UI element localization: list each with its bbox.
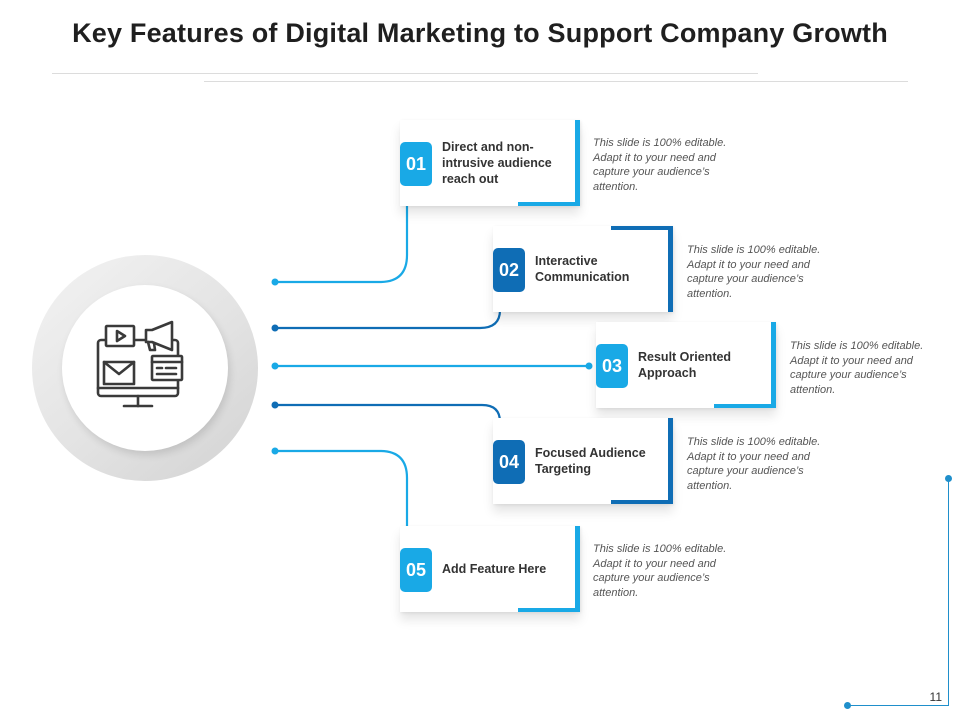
slide-title: Key Features of Digital Marketing to Sup…: [72, 18, 888, 48]
connector-01-dot-start: [271, 278, 279, 286]
corner-horizontal-line: [847, 705, 949, 706]
card-accent-bottom: [518, 608, 580, 612]
feature-number-badge: 03: [596, 344, 628, 388]
connector-02: [275, 304, 502, 330]
corner-vertical-line: [948, 478, 949, 706]
feature-description-01: This slide is 100% editable. Adapt it to…: [593, 137, 727, 193]
feature-card-02: 02 Interactive Communication: [493, 226, 673, 312]
feature-description-04: This slide is 100% editable. Adapt it to…: [687, 436, 821, 492]
feature-number-badge: 01: [400, 142, 432, 186]
card-accent-right: [771, 322, 776, 408]
connector-04: [275, 403, 502, 428]
page-number: 11: [929, 690, 942, 704]
feature-description-05: This slide is 100% editable. Adapt it to…: [593, 543, 727, 599]
monitor-megaphone-email-video-icon: [96, 320, 184, 408]
connector-05-dot-start: [271, 447, 279, 455]
connector-03-dot-start: [271, 362, 279, 370]
feature-label: Add Feature Here: [442, 562, 547, 576]
card-accent-right: [575, 120, 580, 206]
title-divider-top: [52, 73, 758, 74]
feature-number-badge: 04: [493, 440, 525, 484]
card-accent-bottom: [714, 404, 776, 408]
feature-description-02: This slide is 100% editable. Adapt it to…: [687, 244, 821, 300]
card-accent-bottom: [611, 226, 673, 230]
card-accent-right: [668, 226, 673, 312]
title-divider-bottom: [204, 81, 908, 82]
feature-card-04: 04 Focused Audience Targeting: [493, 418, 673, 504]
feature-number-badge: 02: [493, 248, 525, 292]
corner-horizontal-dot: [844, 702, 851, 709]
connector-01: [275, 197, 409, 284]
center-circle: [62, 285, 228, 451]
feature-card-01: 01 Direct and non-intrusive audience rea…: [400, 120, 580, 206]
feature-card-03: 03 Result Oriented Approach: [596, 322, 776, 408]
connector-05: [275, 449, 409, 537]
connector-04-dot-start: [271, 401, 279, 409]
feature-label: Direct and non-intrusive audience reach …: [442, 140, 552, 186]
corner-vertical-dot: [945, 475, 952, 482]
connector-02-dot-start: [271, 324, 279, 332]
feature-description-03: This slide is 100% editable. Adapt it to…: [790, 340, 924, 396]
connector-03-dot-end: [585, 362, 593, 370]
feature-label: Result Oriented Approach: [638, 350, 732, 380]
card-accent-right: [575, 526, 580, 612]
card-accent-bottom: [611, 500, 673, 504]
feature-label: Interactive Communication: [535, 254, 630, 284]
card-accent-right: [668, 418, 673, 504]
card-accent-bottom: [518, 202, 580, 206]
feature-label: Focused Audience Targeting: [535, 446, 646, 476]
feature-card-05: 05 Add Feature Here: [400, 526, 580, 612]
feature-number-badge: 05: [400, 548, 432, 592]
